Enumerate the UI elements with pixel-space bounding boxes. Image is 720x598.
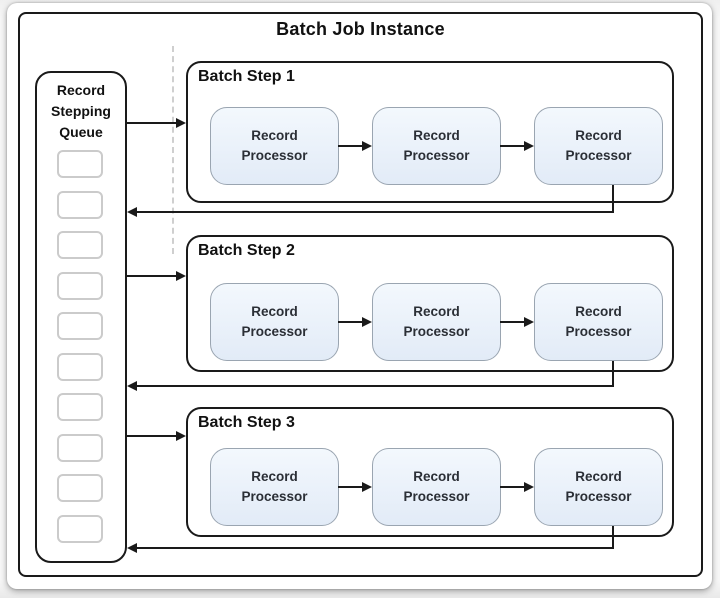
record-processor-box: Record Processor [210,107,339,185]
return-drop-line [612,526,614,549]
queue-slot [57,191,103,219]
queue-slot [57,312,103,340]
processor-to-processor-arrow-line [338,486,362,488]
queue-slot [57,353,103,381]
record-processor-box: Record Processor [372,107,501,185]
processor-to-processor-arrow-line [338,321,362,323]
processor-to-processor-arrowhead-icon [524,141,534,151]
return-arrowhead-icon [127,543,137,553]
record-processor-box: Record Processor [534,283,663,361]
return-drop-line [612,185,614,213]
processor-to-processor-arrowhead-icon [362,141,372,151]
queue-slot [57,231,103,259]
processor-to-processor-arrow-line [500,486,524,488]
batch-step-label: Batch Step 2 [198,242,295,259]
queue-slot [57,515,103,543]
queue-to-step-arrow-line [127,435,178,437]
return-arrowhead-icon [127,381,137,391]
queue-label-line: Stepping [51,103,111,119]
record-processor-box: Record Processor [210,448,339,526]
return-arrow-line [136,547,614,549]
queue-label: Record Stepping Queue [35,80,127,143]
queue-to-step-arrowhead-icon [176,271,186,281]
record-processor-box: Record Processor [372,283,501,361]
queue-slot [57,393,103,421]
return-drop-line [612,361,614,387]
batch-step-label: Batch Step 1 [198,68,295,85]
queue-to-step-arrow-line [127,275,178,277]
queue-slot [57,474,103,502]
return-arrowhead-icon [127,207,137,217]
processor-to-processor-arrowhead-icon [524,317,534,327]
record-processor-box: Record Processor [210,283,339,361]
record-processor-box: Record Processor [534,448,663,526]
queue-to-step-arrow-line [127,122,178,124]
diagram-title: Batch Job Instance [276,19,445,39]
processor-to-processor-arrowhead-icon [362,482,372,492]
dashed-separator-line [172,46,174,254]
record-processor-box: Record Processor [534,107,663,185]
processor-to-processor-arrow-line [500,145,524,147]
processor-to-processor-arrowhead-icon [524,482,534,492]
queue-slot [57,150,103,178]
batch-job-instance-container [18,12,703,577]
processor-to-processor-arrow-line [500,321,524,323]
queue-label-line: Record [56,82,106,98]
processor-to-processor-arrow-line [338,145,362,147]
record-processor-box: Record Processor [372,448,501,526]
queue-slot [57,434,103,462]
processor-to-processor-arrowhead-icon [362,317,372,327]
return-arrow-line [136,385,614,387]
batch-step-label: Batch Step 3 [198,414,295,431]
queue-to-step-arrowhead-icon [176,431,186,441]
queue-label-line: Queue [59,124,103,140]
queue-slot [57,272,103,300]
return-arrow-line [136,211,614,213]
queue-to-step-arrowhead-icon [176,118,186,128]
